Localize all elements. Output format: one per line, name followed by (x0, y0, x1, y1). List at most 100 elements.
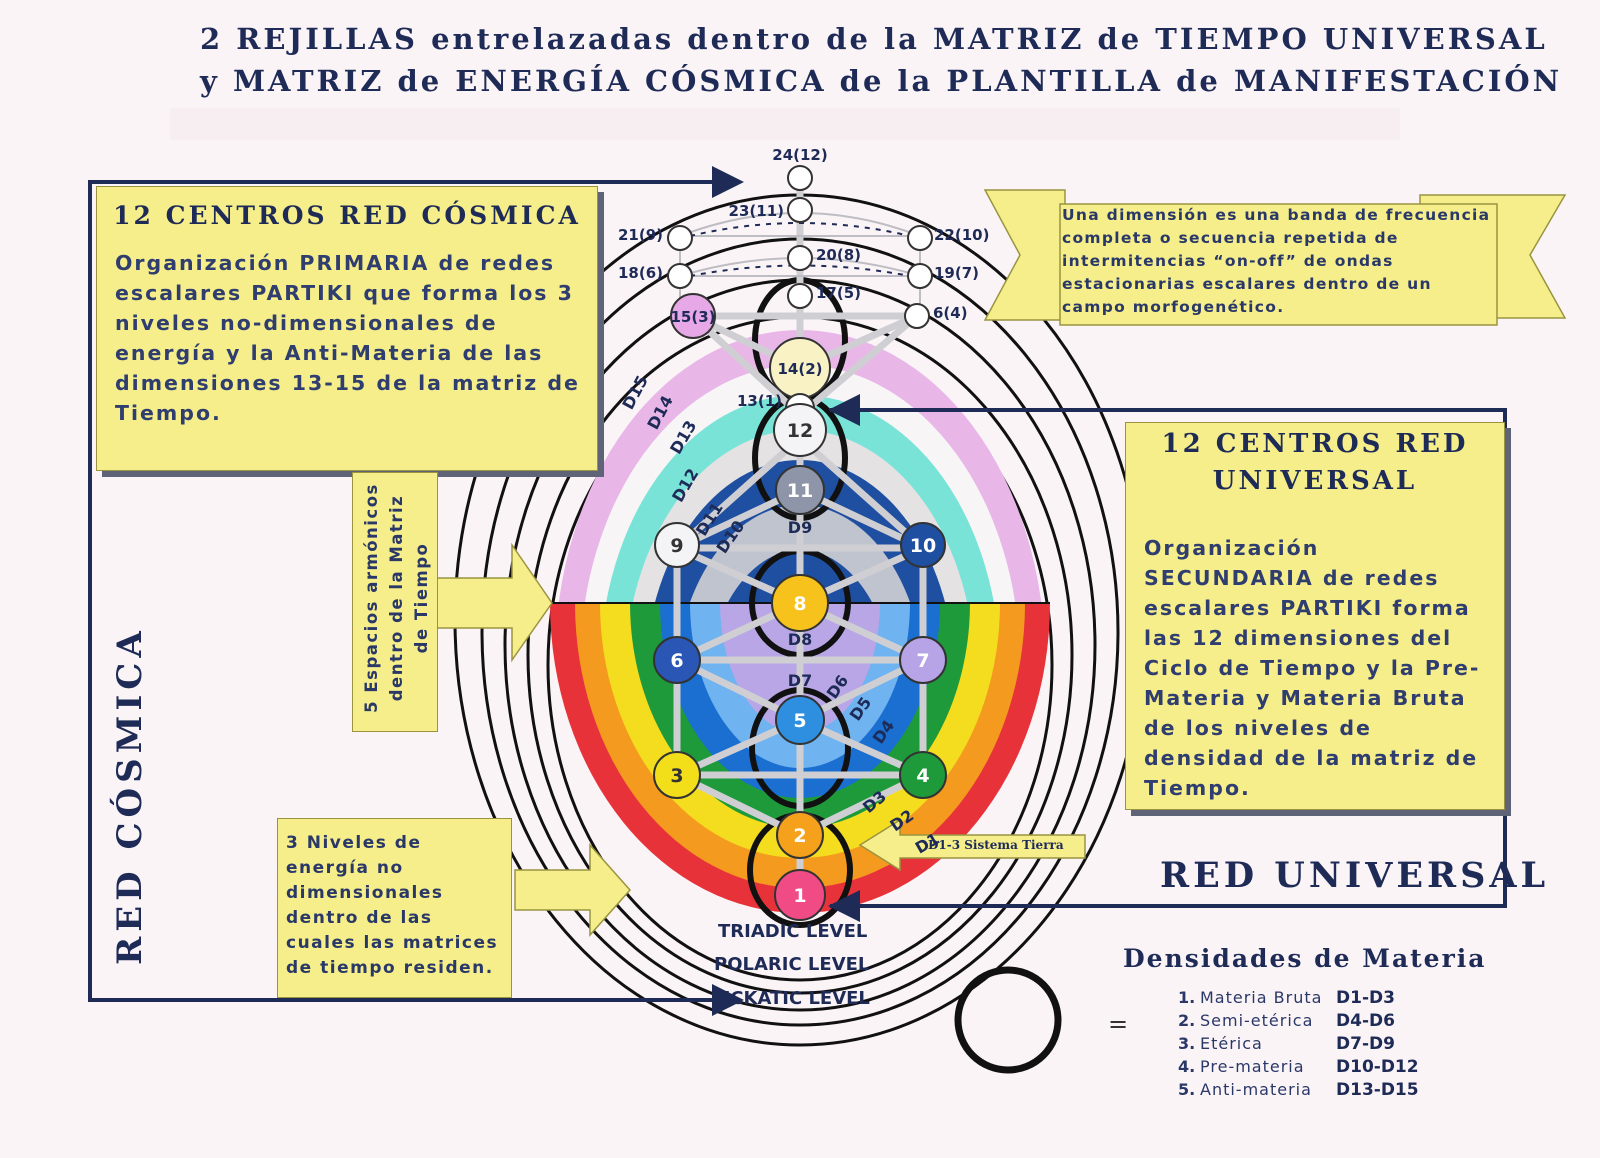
density-item: 5.Anti-materia D13-D15 (1178, 1080, 1448, 1103)
center-label: 7 (916, 650, 929, 672)
cosmic-box-body: Organización PRIMARIA de redes escalares… (115, 251, 580, 425)
upper-node-label: 14(2) (777, 360, 822, 378)
harmonic-line3: de Tiempo (412, 542, 431, 654)
density-number: 5. (1178, 1080, 1196, 1099)
center-node-3 (653, 751, 701, 799)
upper-node-label: 24(12) (772, 146, 827, 164)
center-node-10 (900, 522, 946, 568)
upper-node-label: 13(1) (737, 392, 782, 410)
universal-box-heading-2: UNIVERSAL (1212, 466, 1418, 496)
density-name: Semi-etérica (1200, 1011, 1314, 1030)
center-label: 11 (787, 480, 813, 502)
center-node-4 (899, 751, 947, 799)
upper-node-label: 17(5) (816, 284, 861, 302)
density-item: 4.Pre-materia D10-D12 (1178, 1057, 1448, 1080)
upper-node-label: 6(4) (933, 304, 968, 322)
polaric-level-label: POLARIC LEVEL (714, 954, 870, 975)
density-range: D1-D3 (1336, 988, 1395, 1008)
upper-node (907, 263, 933, 289)
upper-node (787, 165, 813, 191)
center-label: 8 (793, 593, 806, 615)
dimension-label: D9 (788, 518, 812, 537)
center-label: 6 (670, 650, 683, 672)
dimension-label: D8 (788, 630, 812, 649)
earth-system-arrow (858, 818, 1086, 872)
upper-node (667, 263, 693, 289)
center-label: 10 (910, 535, 936, 557)
density-number: 3. (1178, 1034, 1196, 1053)
red-universal-label: RED UNIVERSAL (1160, 855, 1550, 896)
upper-node-label: 21(9) (618, 226, 663, 244)
density-range: D13-D15 (1336, 1080, 1419, 1100)
dimension-ribbon (983, 189, 1567, 326)
density-number: 4. (1178, 1057, 1196, 1076)
center-node-12 (773, 403, 827, 457)
energy-levels-text: 3 Niveles de energía no dimensionales de… (286, 833, 499, 978)
density-name: Pre-materia (1200, 1057, 1305, 1076)
center-label: 4 (916, 765, 929, 787)
cosmic-centers-box: 12 CENTROS RED CÓSMICA Organización PRIM… (96, 186, 598, 471)
density-item: 3.Etérica D7-D9 (1178, 1034, 1448, 1057)
center-node-2 (776, 811, 824, 859)
density-range: D7-D9 (1336, 1034, 1395, 1054)
upper-node-label: 15(3) (670, 308, 715, 326)
upper-node-label: 19(7) (934, 264, 979, 282)
density-list: 1.Materia Bruta D1-D3 2.Semi-etérica D4-D6 3… (1178, 988, 1448, 1103)
center-label: 2 (793, 825, 806, 847)
dimension-label: D7 (788, 671, 812, 690)
center-node-7 (899, 636, 947, 684)
center-node-1 (774, 869, 826, 921)
dimension-definition: Una dimensión es una banda de frecuencia… (1062, 206, 1491, 316)
universal-box-heading-1: 12 CENTROS RED (1161, 429, 1469, 459)
earth-system-label: D1-3 Sistema Tierra (928, 838, 1064, 852)
density-name: Materia Bruta (1200, 988, 1323, 1007)
center-label: 5 (793, 710, 806, 732)
center-label: 12 (787, 420, 813, 442)
red-cosmica-label: RED CÓSMICA (110, 626, 150, 965)
center-node-5 (775, 695, 825, 745)
density-equals: = (1108, 1010, 1129, 1038)
density-name: Anti-materia (1200, 1080, 1312, 1099)
upper-node (787, 283, 813, 309)
center-label: 1 (793, 885, 806, 907)
title-line2: y MATRIZ de ENERGÍA CÓSMICA de la PLANTI… (200, 64, 1563, 98)
harmonic-pointer-arrow (427, 542, 553, 663)
title-band (170, 108, 1400, 140)
harmonic-line2: dentro de la Matriz (387, 494, 406, 702)
energy-levels-box: 3 Niveles de energía no dimensionales de… (277, 818, 512, 998)
upper-node-label: 23(11) (729, 202, 784, 220)
upper-node-label: 20(8) (816, 246, 861, 264)
density-range: D4-D6 (1336, 1011, 1395, 1031)
upper-node-label: 18(6) (618, 264, 663, 282)
universal-centers-box: 12 CENTROS RED UNIVERSAL Organización SE… (1125, 422, 1505, 810)
harmonic-spaces-box: 5 Espacios armónicos dentro de la Matriz… (352, 472, 438, 732)
center-label: 3 (670, 765, 683, 787)
title-line1: 2 REJILLAS entrelazadas dentro de la MAT… (200, 22, 1548, 56)
harmonic-line1: 5 Espacios armónicos (362, 483, 381, 713)
density-number: 1. (1178, 988, 1196, 1007)
eckatic-level-label: ECKATIC LEVEL (718, 988, 870, 1009)
center-node-11 (775, 465, 825, 515)
upper-node (787, 245, 813, 271)
upper-node (667, 225, 693, 251)
cosmic-box-heading: 12 CENTROS RED CÓSMICA (113, 201, 581, 230)
density-number: 2. (1178, 1011, 1196, 1030)
energy-pointer-arrow (514, 843, 632, 937)
upper-node (670, 293, 716, 339)
triadic-level-label: TRIADIC LEVEL (718, 921, 868, 942)
upper-node (907, 225, 933, 251)
center-node-6 (653, 636, 701, 684)
center-node-9 (654, 522, 700, 568)
upper-node (904, 303, 930, 329)
density-title: Densidades de Materia (1123, 944, 1487, 973)
tree-nodes: 24(12)23(11)21(9)22(10)20(8)18(6)19(7)17… (618, 146, 989, 921)
upper-node-label: 22(10) (934, 226, 989, 244)
density-ring-symbol (954, 966, 1062, 1074)
density-range: D10-D12 (1336, 1057, 1419, 1077)
center-label: 9 (670, 535, 683, 557)
density-item: 1.Materia Bruta D1-D3 (1178, 988, 1448, 1011)
density-item: 2.Semi-etérica D4-D6 (1178, 1011, 1448, 1034)
density-name: Etérica (1200, 1034, 1263, 1053)
